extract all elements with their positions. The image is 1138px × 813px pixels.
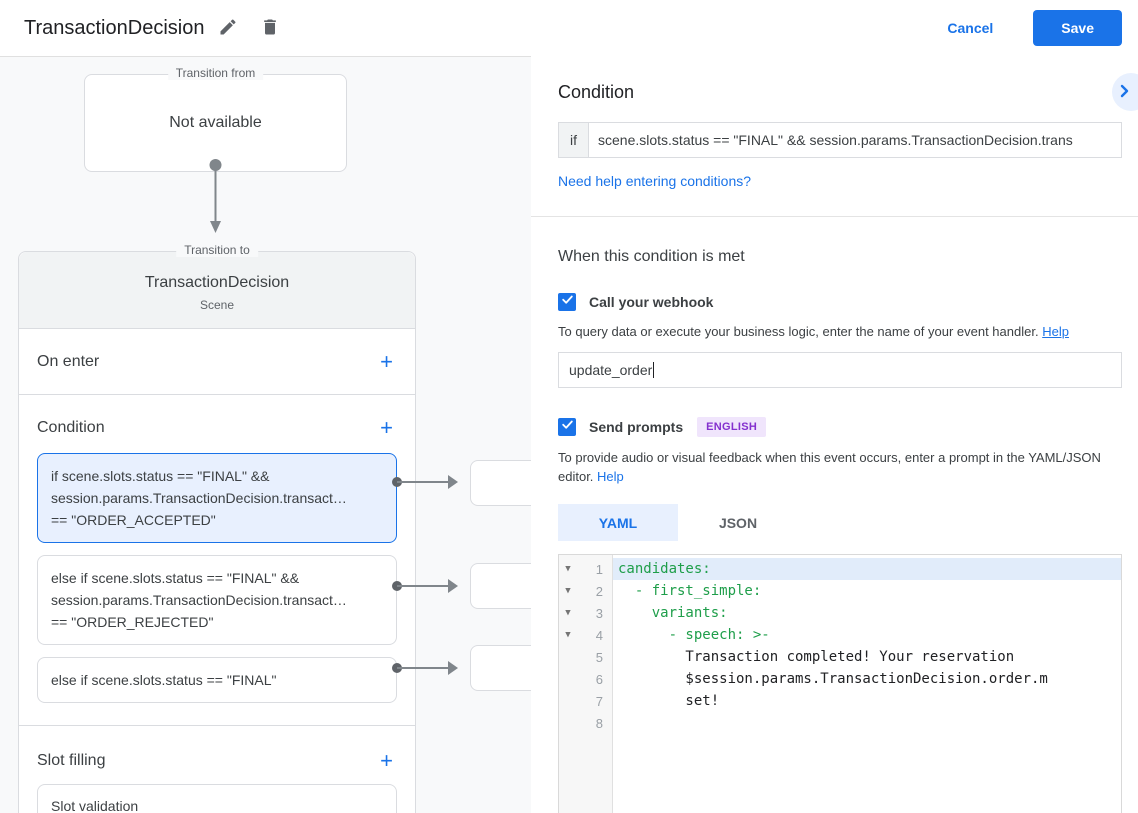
handler-box-2[interactable] bbox=[470, 563, 531, 609]
webhook-checkbox[interactable] bbox=[558, 293, 576, 311]
condition-expression-section: Condition if scene.slots.status == "FINA… bbox=[531, 56, 1138, 217]
condition-expression-input[interactable]: scene.slots.status == "FINAL" && session… bbox=[588, 122, 1122, 158]
if-prefix: if bbox=[558, 122, 588, 158]
handler-box-1[interactable] bbox=[470, 460, 531, 506]
connector-3 bbox=[392, 661, 468, 675]
condition-card-accepted[interactable]: if scene.slots.status == "FINAL" && sess… bbox=[37, 453, 397, 543]
line-number: 8 bbox=[595, 715, 603, 731]
slot-filling-section: Slot filling + Slot validation bbox=[19, 726, 415, 813]
webhook-label: Call your webhook bbox=[589, 294, 714, 310]
condition-line: else if scene.slots.status == "FINAL" && bbox=[51, 570, 300, 586]
line-number: 6 bbox=[595, 671, 603, 687]
scene-title: TransactionDecision bbox=[144, 274, 290, 291]
editor-format-tabs: YAML JSON bbox=[558, 504, 1122, 541]
prompts-helper-text: To provide audio or visual feedback when… bbox=[558, 448, 1114, 486]
condition-card-final[interactable]: else if scene.slots.status == "FINAL" bbox=[37, 657, 397, 703]
condition-line: == "ORDER_REJECTED" bbox=[51, 614, 214, 630]
transition-arrow bbox=[209, 159, 222, 233]
condition-line: session.params.TransactionDecision.trans… bbox=[51, 490, 347, 506]
prompts-helper: To provide audio or visual feedback when… bbox=[558, 450, 1101, 484]
code-line: variants: bbox=[618, 605, 728, 621]
add-on-enter-button[interactable]: + bbox=[376, 349, 397, 375]
connector-2 bbox=[392, 579, 468, 593]
condition-line: == "ORDER_ACCEPTED" bbox=[51, 512, 216, 528]
fold-arrow-icon[interactable]: ▼ bbox=[565, 564, 571, 574]
pencil-icon bbox=[218, 17, 238, 40]
line-number: 3 bbox=[595, 605, 603, 621]
prompts-help-link[interactable]: Help bbox=[597, 469, 624, 484]
on-enter-label: On enter bbox=[37, 352, 100, 370]
check-icon bbox=[561, 293, 574, 311]
fold-arrow-icon[interactable]: ▼ bbox=[565, 608, 571, 618]
cancel-button[interactable]: Cancel bbox=[931, 12, 1009, 44]
when-met-title: When this condition is met bbox=[558, 248, 745, 265]
condition-line: else if scene.slots.status == "FINAL" bbox=[51, 672, 277, 688]
transition-from-box[interactable]: Transition from Not available bbox=[84, 66, 347, 172]
when-condition-met-section: When this condition is met Call your web… bbox=[531, 217, 1138, 813]
chevron-right-icon bbox=[1118, 84, 1138, 101]
line-number: 1 bbox=[595, 561, 603, 577]
webhook-helper: To query data or execute your business l… bbox=[558, 324, 1039, 339]
save-button[interactable]: Save bbox=[1033, 10, 1122, 46]
line-number: 5 bbox=[595, 649, 603, 665]
condition-card-rejected[interactable]: else if scene.slots.status == "FINAL" &&… bbox=[37, 555, 397, 645]
language-badge: ENGLISH bbox=[697, 417, 767, 437]
condition-panel-title: Condition bbox=[558, 82, 635, 102]
prompt-code-editor[interactable]: ▼ 1 ▼ 2 ▼ 3 ▼ 4 5 6 7 8 candidates: - first_… bbox=[558, 554, 1122, 813]
code-line: - speech: >- bbox=[618, 627, 770, 643]
transition-to-legend: Transition to bbox=[176, 243, 258, 257]
line-number: 7 bbox=[595, 693, 603, 709]
event-handler-value: update_order bbox=[569, 362, 653, 378]
transition-from-legend: Transition from bbox=[167, 66, 264, 80]
webhook-helper-text: To query data or execute your business l… bbox=[558, 322, 1114, 341]
handler-box-3[interactable] bbox=[470, 645, 531, 691]
condition-line: if scene.slots.status == "FINAL" && bbox=[51, 468, 270, 484]
condition-line: session.params.TransactionDecision.trans… bbox=[51, 592, 347, 608]
scene-canvas: Transition from Not available Transition… bbox=[0, 56, 531, 813]
fold-arrow-icon[interactable]: ▼ bbox=[565, 630, 571, 640]
code-line: $session.params.TransactionDecision.orde… bbox=[618, 671, 1048, 687]
transition-from-content: Not available bbox=[169, 114, 262, 131]
code-line: set! bbox=[618, 693, 720, 709]
line-number: 2 bbox=[595, 583, 603, 599]
condition-section-label: Condition bbox=[37, 419, 105, 436]
code-line bbox=[613, 712, 1121, 734]
editor-code-area[interactable]: candidates: - first_simple: variants: - … bbox=[613, 555, 1121, 813]
on-enter-section: On enter + bbox=[19, 329, 415, 395]
trash-icon bbox=[260, 17, 280, 40]
code-line: Transaction completed! Your reservation bbox=[618, 649, 1015, 665]
slot-validation-card[interactable]: Slot validation bbox=[37, 784, 397, 813]
code-line: - first_simple: bbox=[618, 583, 762, 599]
add-slot-button[interactable]: + bbox=[376, 748, 397, 774]
slot-filling-label: Slot filling bbox=[37, 752, 106, 769]
condition-section: Condition + if scene.slots.status == "FI… bbox=[19, 395, 415, 726]
send-prompts-checkbox[interactable] bbox=[558, 418, 576, 436]
editor-gutter: ▼ 1 ▼ 2 ▼ 3 ▼ 4 5 6 7 8 bbox=[559, 555, 613, 813]
code-line: candidates: bbox=[613, 558, 1121, 580]
collapse-panel-button[interactable] bbox=[1112, 73, 1138, 111]
connector-1 bbox=[392, 475, 468, 489]
webhook-help-link[interactable]: Help bbox=[1042, 324, 1069, 339]
send-prompts-label: Send prompts bbox=[589, 419, 684, 435]
scene-subtitle: Scene bbox=[199, 298, 235, 312]
fold-arrow-icon[interactable]: ▼ bbox=[565, 586, 571, 596]
transition-to-card: Transition to TransactionDecision Scene … bbox=[18, 243, 416, 813]
add-condition-button[interactable]: + bbox=[376, 415, 397, 441]
line-number: 4 bbox=[595, 627, 603, 643]
edit-scene-button[interactable] bbox=[210, 10, 246, 46]
tab-json[interactable]: JSON bbox=[718, 514, 758, 531]
event-handler-input[interactable]: update_order bbox=[558, 352, 1122, 388]
text-caret bbox=[653, 362, 655, 378]
delete-scene-button[interactable] bbox=[252, 10, 288, 46]
conditions-help-link[interactable]: Need help entering conditions? bbox=[558, 173, 752, 189]
condition-editor-panel: Condition if scene.slots.status == "FINA… bbox=[531, 56, 1138, 813]
scene-card-header: TransactionDecision Scene bbox=[19, 252, 415, 329]
check-icon bbox=[561, 418, 574, 436]
page-title: TransactionDecision bbox=[24, 16, 205, 39]
tab-yaml[interactable]: YAML bbox=[558, 504, 678, 541]
top-bar: TransactionDecision Cancel Save bbox=[0, 0, 1138, 56]
